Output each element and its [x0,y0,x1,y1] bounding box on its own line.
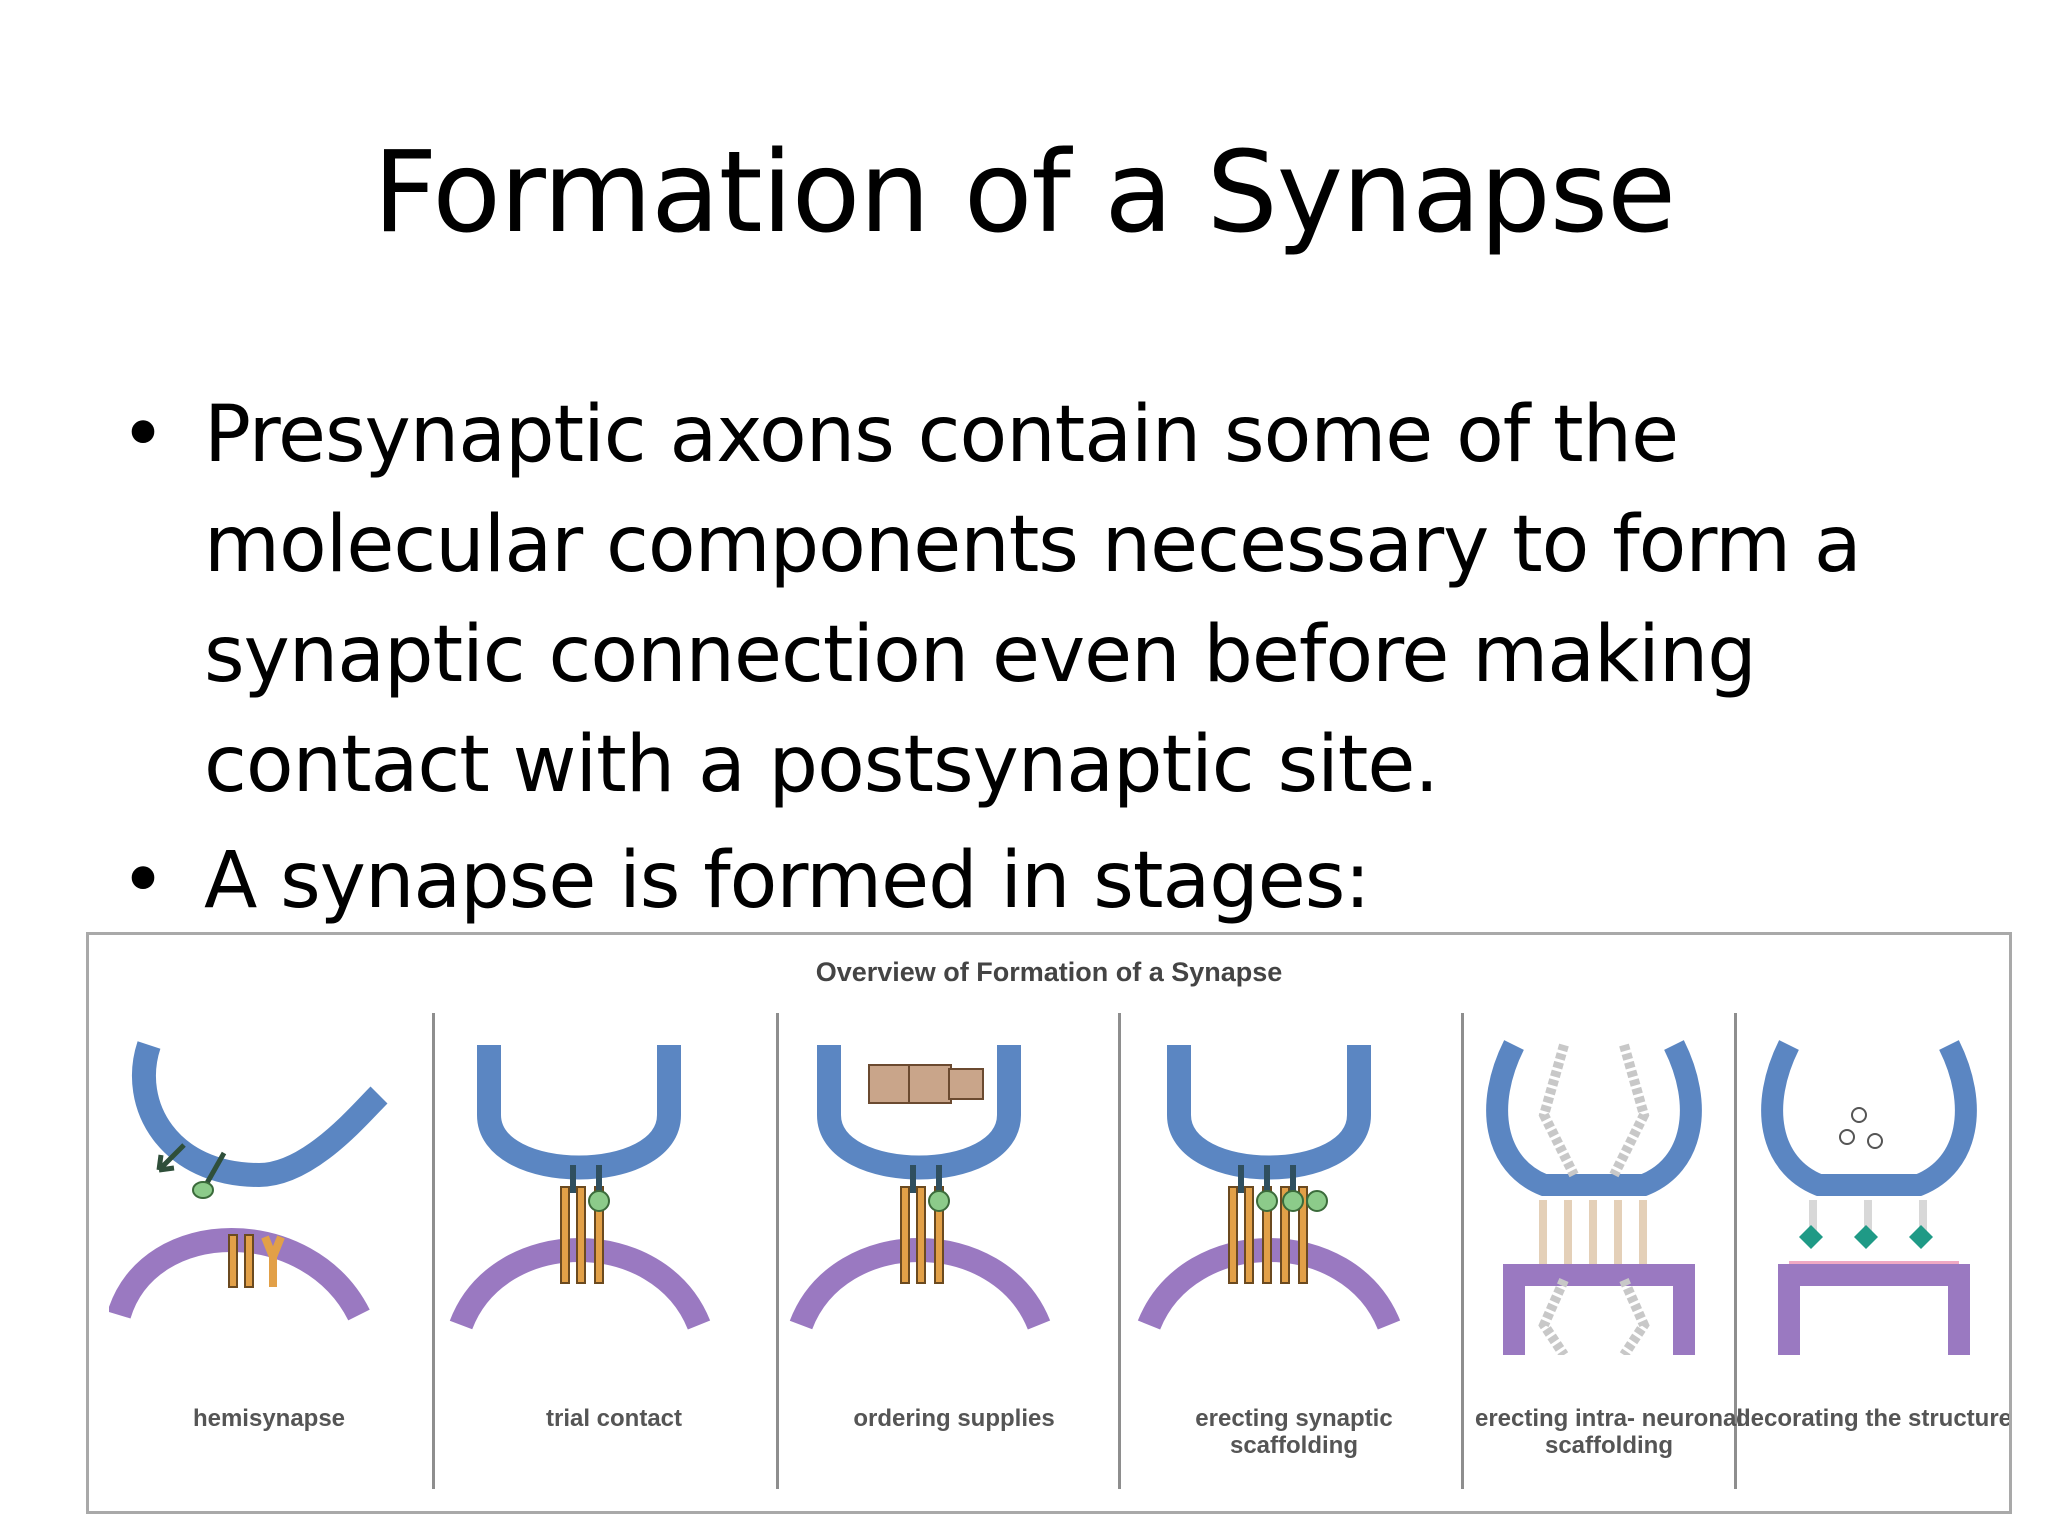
bullet-dot-icon: • [120,836,166,926]
figure-title: Overview of Formation of a Synapse [815,957,1283,987]
stage-panel-synaptic-scaffolding [1129,1025,1449,1355]
stage-label: hemisynapse [192,1405,346,1432]
stage-label: decorating the structure [1735,1405,2012,1432]
synapse-formation-figure: Overview of Formation of a Synapse hemis… [86,932,2012,1514]
synaptic-scaffolding-illustration [1137,1045,1401,1330]
panel-divider [776,1013,779,1489]
bullet-dot-icon: • [120,390,166,480]
panel-divider [1461,1013,1464,1489]
stage-panel-decorating [1749,1025,2009,1355]
intraneuronal-scaffolding-illustration [1486,1040,1702,1355]
stage-label: erecting synaptic scaffolding [1195,1405,1393,1459]
panel-divider [1734,1013,1737,1489]
stage-label: trial contact [545,1405,683,1432]
stage-label: erecting intra- neuronal scaffolding [1474,1405,1744,1459]
stage-panel-hemisynapse [109,1025,429,1355]
decorating-illustration [1761,1040,1977,1355]
bullet-text: A synapse is formed in stages: [204,836,1371,926]
panel-divider [432,1013,435,1489]
bullet-list: • Presynaptic axons contain some of the … [120,380,2000,936]
stage-panel-intraneuronal-scaffolding [1474,1025,1794,1355]
stage-label: ordering supplies [853,1405,1055,1432]
slide-title: Formation of a Synapse [372,128,1676,258]
bullet-item: • Presynaptic axons contain some of the … [120,380,2000,820]
ordering-supplies-illustration [789,1045,1051,1330]
trial-contact-illustration [449,1045,711,1330]
bullet-text: Presynaptic axons contain some of the mo… [204,390,1862,810]
stage-panel-trial-contact [449,1025,769,1355]
bullet-item: • A synapse is formed in stages: [120,826,2000,936]
stage-panel-ordering-supplies [789,1025,1109,1355]
panel-divider [1118,1013,1121,1489]
hemisynapse-illustration [109,1041,388,1321]
